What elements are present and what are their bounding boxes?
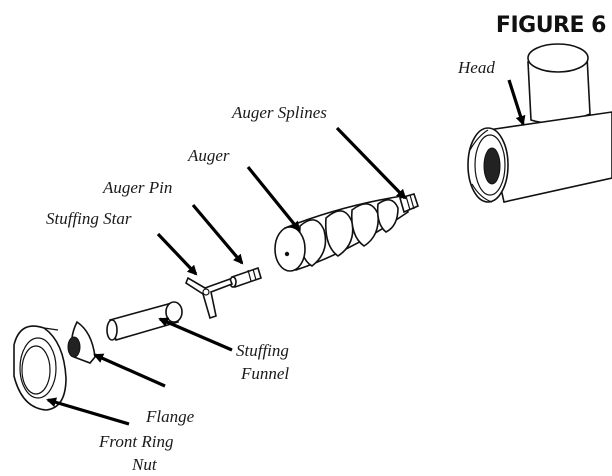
- stuffing-star-arrow: [156, 232, 198, 276]
- label-stuffing-star: Stuffing Star: [46, 209, 132, 228]
- label-flange: Flange: [145, 407, 195, 426]
- label-stuffing-funnel-line1: Stuffing: [236, 341, 289, 360]
- head-part: [467, 43, 612, 203]
- front-ring-nut-arrow: [46, 397, 130, 426]
- label-front-ring-nut-line2: Nut: [131, 455, 158, 474]
- stuffing-funnel-part: [106, 301, 183, 341]
- stuffing-funnel-arrow: [158, 317, 233, 352]
- auger-pin-arrow: [191, 203, 244, 265]
- figure-label: FIGURE 6: [496, 13, 606, 38]
- label-stuffing-funnel-line2: Funnel: [240, 364, 289, 383]
- head-arrow: [507, 79, 526, 126]
- label-front-ring-nut-line1: Front Ring: [98, 432, 173, 451]
- front-ring-nut-part: [13, 325, 67, 411]
- label-auger: Auger: [187, 146, 230, 165]
- flange-arrow: [93, 353, 166, 388]
- stuffing-star-part: [185, 276, 234, 320]
- label-auger-pin: Auger Pin: [102, 178, 172, 197]
- auger-part: [274, 193, 419, 272]
- auger-splines-arrow: [335, 126, 407, 200]
- flange-part: [67, 320, 96, 364]
- auger-arrow: [246, 165, 301, 232]
- label-head: Head: [457, 58, 495, 77]
- auger-pin-part: [229, 266, 262, 289]
- label-auger-splines: Auger Splines: [231, 103, 327, 122]
